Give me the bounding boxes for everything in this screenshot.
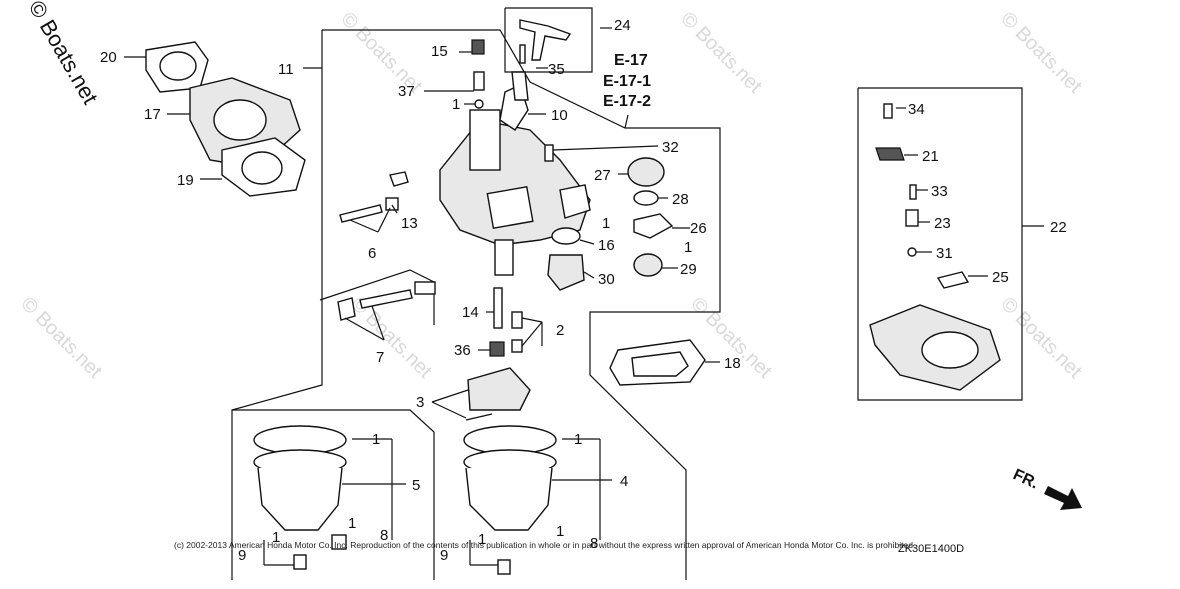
- label-1: 1: [684, 239, 692, 256]
- label-31: 31: [936, 245, 953, 262]
- label-1: 1: [272, 529, 280, 546]
- watermark: © Boats.net: [996, 293, 1086, 383]
- choke-lever-24: [519, 19, 572, 64]
- pin-3: [465, 413, 493, 421]
- bolt-9: [293, 554, 307, 570]
- label-36: 36: [454, 342, 471, 359]
- label-28: 28: [672, 191, 689, 208]
- label-1: 1: [602, 215, 610, 232]
- diagram-code: ZK30E1400D: [898, 543, 964, 555]
- lever-26: [633, 213, 674, 239]
- label-1: 1: [478, 531, 486, 548]
- cover-27: [627, 157, 665, 187]
- label-32: 32: [662, 139, 679, 156]
- label-4: 4: [620, 473, 628, 490]
- sub-frame: [319, 269, 435, 325]
- label-22: 22: [1050, 219, 1067, 236]
- label-30: 30: [598, 271, 615, 288]
- gasket-19: [221, 137, 306, 197]
- screw-set-6: [339, 171, 409, 223]
- label-9: 9: [238, 547, 246, 564]
- label-1: 1: [574, 431, 582, 448]
- screw-15: [471, 39, 485, 109]
- fr-label: FR.: [1010, 466, 1041, 492]
- float-chamber-4: [463, 425, 557, 531]
- link-10: [511, 71, 529, 101]
- label-35: 35: [548, 61, 565, 78]
- label-3: 3: [416, 394, 424, 411]
- top-frame: [504, 7, 593, 73]
- bolt-9b: [497, 559, 511, 575]
- washer-28: [633, 190, 659, 206]
- label-10: 10: [551, 107, 568, 124]
- label-20: 20: [100, 49, 117, 66]
- label-1: 1: [452, 96, 460, 113]
- label-6: 6: [368, 245, 376, 262]
- float-30: [547, 254, 585, 291]
- jet-2: [511, 311, 523, 329]
- label-5: 5: [412, 477, 420, 494]
- label-15: 15: [431, 43, 448, 60]
- label-16: 16: [598, 237, 615, 254]
- front-direction-arrow: FR.: [1010, 466, 1082, 510]
- label-33: 33: [931, 183, 948, 200]
- boats-net-watermark: © Boats.net: [24, 0, 103, 108]
- float-3: [467, 367, 531, 411]
- nozzle-14: [493, 287, 503, 329]
- ref-e17: E-17: [614, 52, 648, 69]
- label-25: 25: [992, 269, 1009, 286]
- label-11: 11: [278, 61, 294, 78]
- right-assembly: [869, 103, 1001, 391]
- right-frame: [857, 87, 1023, 401]
- watermark: © Boats.net: [16, 293, 106, 383]
- jet-2b: [511, 339, 523, 353]
- bowl-frame: [232, 409, 435, 580]
- copyright-notice: (c) 2002-2013 American Honda Motor Co. I…: [174, 540, 915, 550]
- label-34: 34: [908, 101, 925, 118]
- watermark: © Boats.net: [346, 293, 436, 383]
- drain-screw-8: [331, 534, 347, 550]
- carburetor-body: [439, 109, 591, 276]
- collar-29: [633, 253, 663, 277]
- label-1: 1: [372, 431, 380, 448]
- label-1: 1: [348, 515, 356, 532]
- ref-e17-1: E-17-1: [603, 73, 651, 90]
- pilot-screw-7: [337, 281, 436, 321]
- label-37: 37: [398, 83, 415, 100]
- watermark: © Boats.net: [676, 8, 766, 98]
- label-9: 9: [440, 547, 448, 564]
- o-ring-16: [551, 227, 581, 245]
- label-17: 17: [144, 106, 161, 123]
- label-24: 24: [614, 17, 631, 34]
- label-8: 8: [380, 527, 388, 544]
- screw-32: [544, 144, 554, 162]
- part-labels: 20 17 19 11 15 37 1 10 24 35 E-17 E-17-1…: [100, 17, 1067, 564]
- frame-outline: [322, 29, 721, 580]
- gasket-18: [609, 339, 706, 386]
- label-2: 2: [556, 322, 564, 339]
- gasket-20: [145, 41, 209, 93]
- label-23: 23: [934, 215, 951, 232]
- label-8: 8: [590, 535, 598, 552]
- watermark: © Boats.net: [996, 8, 1086, 98]
- label-7: 7: [376, 349, 384, 366]
- label-18: 18: [724, 355, 741, 372]
- label-27: 27: [594, 167, 611, 184]
- label-29: 29: [680, 261, 697, 278]
- frame-outline-left: [231, 30, 323, 580]
- label-19: 19: [177, 172, 194, 189]
- label-14: 14: [462, 304, 479, 321]
- label-1: 1: [556, 523, 564, 540]
- label-26: 26: [690, 220, 707, 237]
- leader-lines: [124, 27, 1044, 566]
- ref-e17-2: E-17-2: [603, 93, 651, 110]
- label-13: 13: [401, 215, 418, 232]
- label-21: 21: [922, 148, 939, 165]
- jet-36: [489, 341, 505, 357]
- float-chamber-5: [253, 425, 347, 531]
